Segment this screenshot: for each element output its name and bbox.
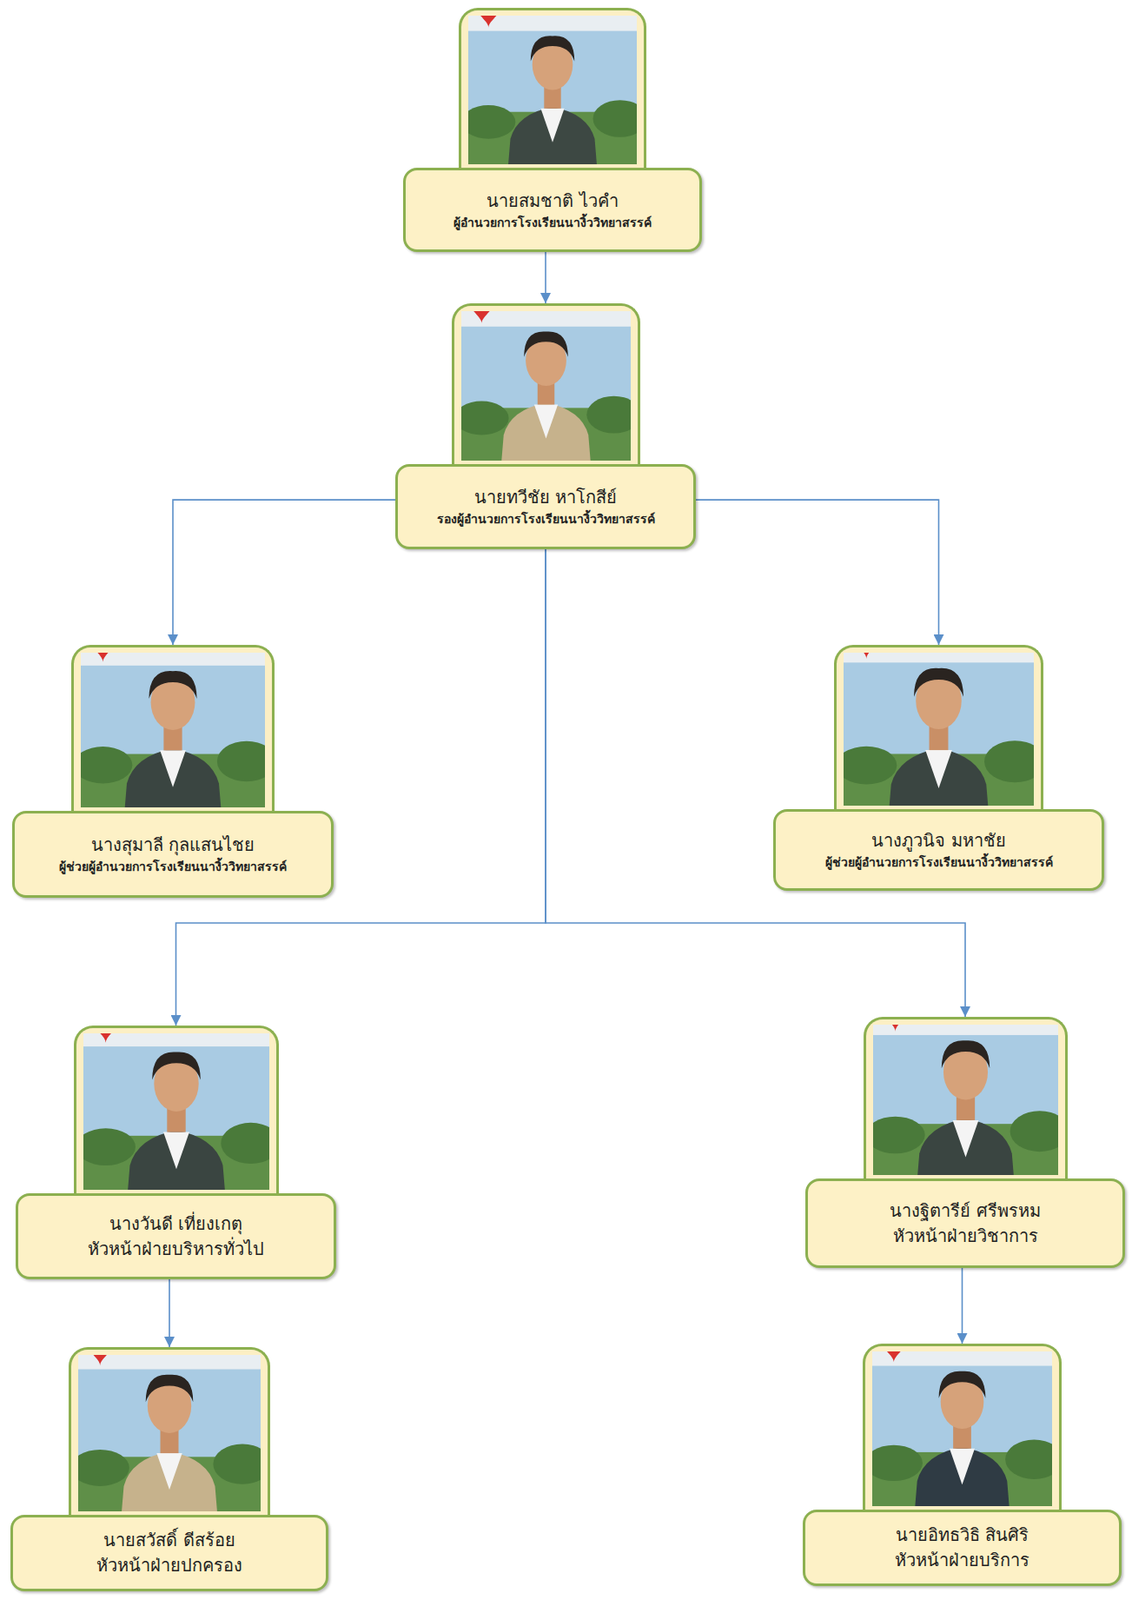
name-label: นางภูวนิจ มหาชัยผู้ช่วยผู้อำนวยการโรงเรี… xyxy=(773,808,1105,891)
portrait-frame xyxy=(451,303,641,480)
person-name: นางสุมาลี กุลแสนไชย xyxy=(91,832,255,858)
person-name: นายสวัสดิ์ ดีสร้อย xyxy=(103,1527,235,1553)
position-title: หัวหน้าฝ่ายบริหารทั่วไป xyxy=(87,1236,265,1262)
portrait xyxy=(78,1354,261,1511)
position-title: ผู้ช่วยผู้อำนวยการโรงเรียนนางิ้ววิทยาสรร… xyxy=(825,853,1053,871)
portrait xyxy=(80,652,265,808)
position-title: ผู้ช่วยผู้อำนวยการโรงเรียนนางิ้ววิทยาสรร… xyxy=(59,857,287,875)
reporting-arrow xyxy=(961,1267,964,1344)
portrait xyxy=(873,1024,1059,1175)
person-box: นายอิทธวิธิ สินศิริหัวหน้าฝ่ายบริการ xyxy=(802,1343,1122,1586)
person-name: นายทวีชัย หาโกสีย์ xyxy=(474,484,617,510)
person-name: นางวันดี เที่ยงเกตุ xyxy=(109,1211,243,1237)
name-label: นางฐิตารีย์ ศรีพรหมหัวหน้าฝ่ายวิชาการ xyxy=(805,1178,1126,1268)
person-box: นายสวัสดิ์ ดีสร้อยหัวหน้าฝ่ายปกครอง xyxy=(10,1346,329,1591)
person-box: นางฐิตารีย์ ศรีพรหมหัวหน้าฝ่ายวิชาการ xyxy=(805,1016,1126,1268)
position-title: รองผู้อำนวยการโรงเรียนนางิ้ววิทยาสรรค์ xyxy=(436,509,656,528)
reporting-arrow xyxy=(172,499,396,645)
portrait-frame xyxy=(68,1346,271,1530)
name-label: นายทวีชัย หาโกสีย์รองผู้อำนวยการโรงเรียน… xyxy=(395,463,696,550)
name-label: นายสมชาติ ไวคำผู้อำนวยการโรงเรียนนางิ้วว… xyxy=(403,167,702,252)
portrait-frame xyxy=(834,644,1044,825)
portrait-frame xyxy=(863,1016,1068,1194)
portrait-frame xyxy=(458,7,647,184)
portrait-frame xyxy=(73,1025,279,1209)
reporting-arrow xyxy=(544,251,547,304)
portrait xyxy=(468,15,637,165)
reporting-arrow xyxy=(695,499,940,645)
portrait xyxy=(83,1032,270,1190)
name-label: นายอิทธวิธิ สินศิริหัวหน้าฝ่ายบริการ xyxy=(802,1509,1122,1586)
reporting-arrow xyxy=(168,1278,171,1347)
person-box: นางภูวนิจ มหาชัยผู้ช่วยผู้อำนวยการโรงเรี… xyxy=(773,644,1105,891)
person-name: นายสมชาติ ไวคำ xyxy=(486,188,618,214)
portrait xyxy=(872,1350,1053,1506)
name-label: นายสวัสดิ์ ดีสร้อยหัวหน้าฝ่ายปกครอง xyxy=(10,1514,329,1591)
portrait xyxy=(461,311,631,461)
portrait-frame xyxy=(862,1343,1062,1525)
position-title: หัวหน้าฝ่ายบริการ xyxy=(894,1547,1030,1573)
position-title: หัวหน้าฝ่ายวิชาการ xyxy=(893,1223,1039,1249)
portrait-frame xyxy=(71,644,275,827)
person-box: นางสุมาลี กุลแสนไชยผู้ช่วยผู้อำนวยการโรง… xyxy=(12,644,334,898)
position-title: หัวหน้าฝ่ายปกครอง xyxy=(96,1552,243,1578)
position-title: ผู้อำนวยการโรงเรียนนางิ้ววิทยาสรรค์ xyxy=(453,213,652,232)
portrait xyxy=(843,652,1034,806)
person-name: นางฐิตารีย์ ศรีพรหม xyxy=(889,1198,1040,1224)
name-label: นางสุมาลี กุลแสนไชยผู้ช่วยผู้อำนวยการโรง… xyxy=(12,810,334,898)
name-label: นางวันดี เที่ยงเกตุหัวหน้าฝ่ายบริหารทั่ว… xyxy=(15,1192,337,1279)
person-name: นายอิทธวิธิ สินศิริ xyxy=(895,1522,1029,1548)
person-box: นางวันดี เที่ยงเกตุหัวหน้าฝ่ายบริหารทั่ว… xyxy=(15,1025,337,1279)
person-box: นายทวีชัย หาโกสีย์รองผู้อำนวยการโรงเรียน… xyxy=(395,303,696,550)
person-box: นายสมชาติ ไวคำผู้อำนวยการโรงเรียนนางิ้วว… xyxy=(403,7,702,252)
person-name: นางภูวนิจ มหาชัย xyxy=(871,827,1006,854)
